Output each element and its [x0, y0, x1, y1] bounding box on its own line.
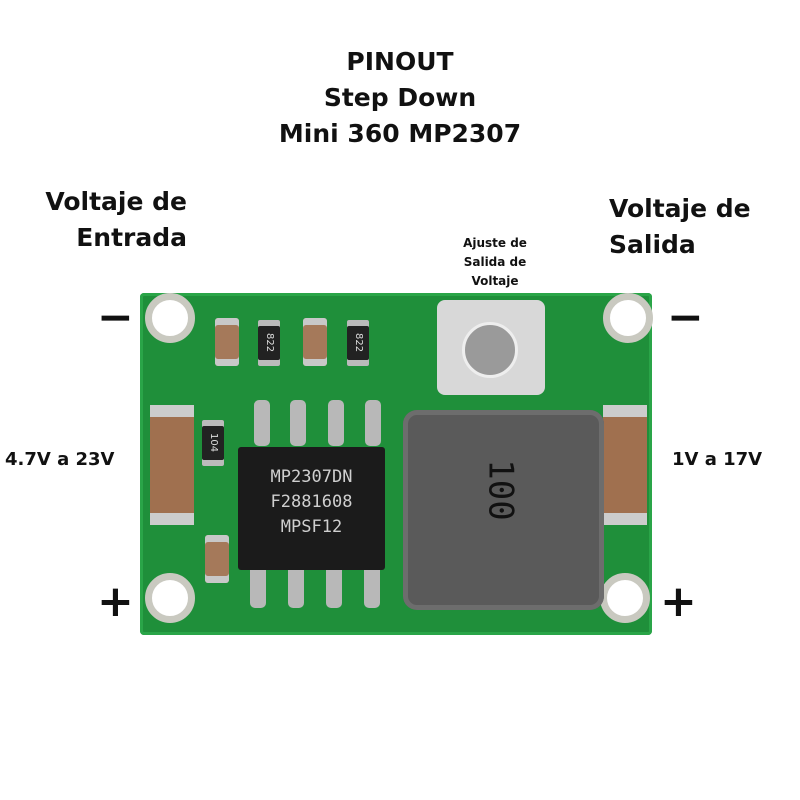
- label-line: Voltaje: [471, 274, 519, 288]
- output-plus-sign: +: [660, 576, 697, 627]
- chip-pin: [364, 562, 380, 608]
- chip-pin: [288, 562, 304, 608]
- output-range: 1V a 17V: [672, 449, 763, 470]
- input-plus-pad: [145, 573, 195, 623]
- input-minus-sign: −: [97, 292, 134, 343]
- title-line: Mini 360 MP2307: [278, 119, 522, 148]
- title-line: PINOUT: [346, 47, 454, 76]
- output-plus-pad: [600, 573, 650, 623]
- chip-pin: [326, 562, 342, 608]
- chip-pin: [328, 400, 344, 446]
- output-capacitor: [603, 405, 647, 525]
- input-plus-sign: +: [97, 576, 134, 627]
- input-minus-pad: [145, 293, 195, 343]
- inductor: [403, 410, 604, 610]
- chip-pin: [250, 562, 266, 608]
- pot-label: Ajuste de Salida de Voltaje: [445, 234, 545, 291]
- resistor: 104: [202, 420, 224, 466]
- output-minus-pad: [603, 293, 653, 343]
- resistor: 822: [258, 320, 280, 366]
- input-range: 4.7V a 23V: [5, 449, 115, 470]
- chip-marking: MPSF12: [280, 517, 343, 537]
- label-line: Salida de: [463, 255, 527, 269]
- output-voltage-label: Voltaje de Salida: [609, 191, 751, 263]
- label-line: Salida: [609, 230, 696, 259]
- chip-pin: [254, 400, 270, 446]
- input-voltage-label: Voltaje de Entrada: [45, 184, 187, 256]
- capacitor: [205, 535, 229, 583]
- input-capacitor: [150, 405, 194, 525]
- output-minus-sign: −: [667, 292, 704, 343]
- chip-marking: F2881608: [270, 492, 353, 512]
- title-line: Step Down: [323, 83, 477, 112]
- inductor-marking: 100: [480, 459, 521, 521]
- label-line: Entrada: [76, 223, 187, 252]
- mp2307-chip: MP2307DN F2881608 MPSF12: [238, 447, 385, 570]
- potentiometer-dial[interactable]: [462, 322, 518, 378]
- label-line: Ajuste de: [463, 236, 527, 250]
- diagram-title: PINOUT Step Down Mini 360 MP2307: [0, 44, 800, 152]
- capacitor: [303, 318, 327, 366]
- resistor: 822: [347, 320, 369, 366]
- chip-pin: [365, 400, 381, 446]
- label-line: Voltaje de: [45, 187, 187, 216]
- chip-marking: MP2307DN: [270, 467, 353, 487]
- capacitor: [215, 318, 239, 366]
- label-line: Voltaje de: [609, 194, 751, 223]
- chip-pin: [290, 400, 306, 446]
